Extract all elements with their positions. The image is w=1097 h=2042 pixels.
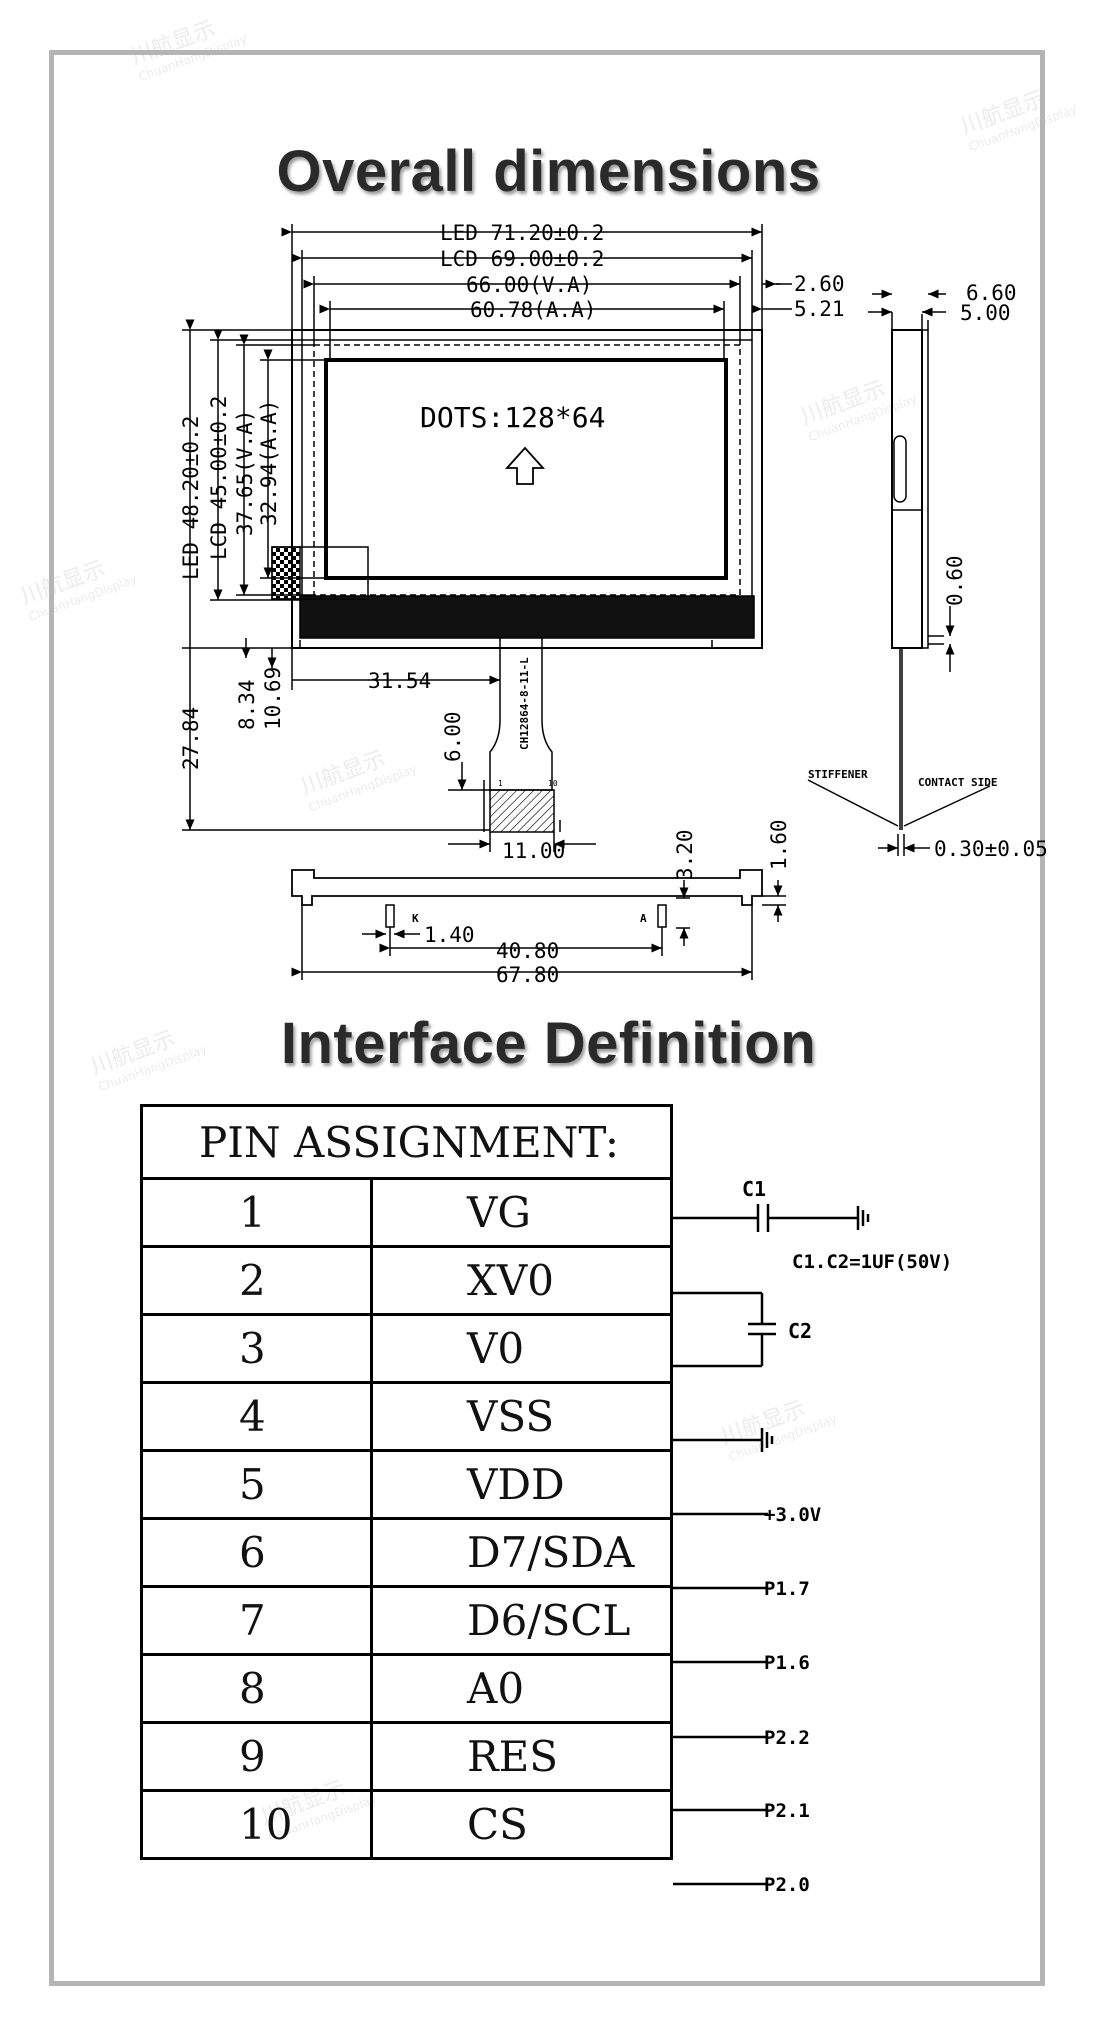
label-va-width: 66.00(V.A) <box>466 273 592 297</box>
label-lcd-width: LCD 69.00±0.2 <box>440 247 604 271</box>
viewing-area <box>313 344 741 596</box>
pin-number: 3 <box>140 1313 373 1384</box>
ground-icon <box>760 1428 774 1452</box>
label-aa-height: 32.94(A.A) <box>257 400 281 526</box>
pin-signal: VDD <box>370 1449 673 1520</box>
label-fpc-part: CH12864-8-11-L <box>518 657 531 750</box>
active-area <box>324 358 728 580</box>
label-cap-note: C1.C2=1UF(50V) <box>792 1251 952 1273</box>
side-view-backlight <box>893 435 907 503</box>
pin-signal: D7/SDA <box>370 1517 673 1588</box>
label-dim-030: 0.30±0.05 <box>934 837 1048 861</box>
label-p22: P2.2 <box>764 1727 810 1749</box>
pin-number: 1 <box>140 1177 373 1248</box>
page-frame <box>49 50 1045 1986</box>
fpc-contacts <box>489 789 555 833</box>
pin-signal: VSS <box>370 1381 673 1452</box>
pin-number: 8 <box>140 1653 373 1724</box>
led-outline <box>291 329 763 649</box>
label-lcd-height: LCD 45.00±0.2 <box>207 396 231 560</box>
pin-number: 9 <box>140 1721 373 1792</box>
pin-signal: D6/SCL <box>370 1585 673 1656</box>
pin-number: 4 <box>140 1381 373 1452</box>
label-dim-320: 3.20 <box>673 829 697 880</box>
pin-signal: CS <box>370 1789 673 1860</box>
orientation-arrow-icon <box>504 446 546 485</box>
label-led-width: LED 71.20±0.2 <box>440 221 604 245</box>
label-dim-060: 0.60 <box>943 555 967 606</box>
label-dim-521: 5.21 <box>794 297 845 321</box>
dimension-drawing: LED 71.20±0.2 LCD 69.00±0.2 66.00(V.A) 6… <box>179 221 1048 987</box>
label-fpc-pin1: 1 <box>498 779 503 788</box>
label-dim-260: 2.60 <box>794 272 845 296</box>
label-dim-500: 5.00 <box>960 301 1011 325</box>
label-dim-834: 8.34 <box>235 679 259 730</box>
label-led-height: LED 48.20±0.2 <box>179 416 203 580</box>
label-p17: P1.7 <box>764 1578 810 1600</box>
label-vdd: +3.0V <box>764 1504 821 1526</box>
pin-table-title: PIN ASSIGNMENT: <box>140 1104 673 1180</box>
label-p16: P1.6 <box>764 1652 810 1674</box>
label-dim-6780: 67.80 <box>496 963 559 987</box>
ic-band <box>299 595 755 639</box>
label-dots: DOTS:128*64 <box>420 401 605 434</box>
label-dim-2784: 27.84 <box>179 707 203 770</box>
label-dim-3154: 31.54 <box>368 669 431 693</box>
label-c2: C2 <box>788 1319 812 1343</box>
ground-icon <box>856 1206 870 1230</box>
pin-number: 5 <box>140 1449 373 1520</box>
interface-heading: Interface Definition <box>280 1011 817 1076</box>
label-dim-1069: 10.69 <box>261 667 285 730</box>
dimensions-heading: Overall dimensions <box>276 139 821 204</box>
pin-number: 6 <box>140 1517 373 1588</box>
label-dim-600: 6.00 <box>441 711 465 762</box>
pin-number: 10 <box>140 1789 373 1860</box>
label-p21: P2.1 <box>764 1800 810 1822</box>
label-c1: C1 <box>742 1177 766 1201</box>
label-contact-side: CONTACT SIDE <box>918 776 997 789</box>
table-header-row: PIN ASSIGNMENT: <box>140 1104 673 1180</box>
label-va-height: 37.65(V.A) <box>233 410 257 536</box>
corner-pattern <box>271 546 301 600</box>
label-dim-4080: 40.80 <box>496 939 559 963</box>
label-dim-660: 6.60 <box>966 281 1017 305</box>
pin-signal: V0 <box>370 1313 673 1384</box>
label-dim-140: 1.40 <box>424 923 475 947</box>
pin-signal: VG <box>370 1177 673 1248</box>
label-p20: P2.0 <box>764 1874 810 1896</box>
label-pin-a: A <box>640 912 647 925</box>
pin-number: 2 <box>140 1245 373 1316</box>
pin-signal: A0 <box>370 1653 673 1724</box>
label-pin-k: K <box>412 912 419 925</box>
pin-signal: RES <box>370 1721 673 1792</box>
label-dim-160: 1.60 <box>767 819 791 870</box>
pin-number: 7 <box>140 1585 373 1656</box>
label-aa-width: 60.78(A.A) <box>470 298 596 322</box>
label-dim-1100: 11.00 <box>502 839 565 863</box>
label-stiffener: STIFFENER <box>808 768 868 781</box>
pin-signal: XV0 <box>370 1245 673 1316</box>
label-fpc-pin10: 10 <box>548 779 558 788</box>
